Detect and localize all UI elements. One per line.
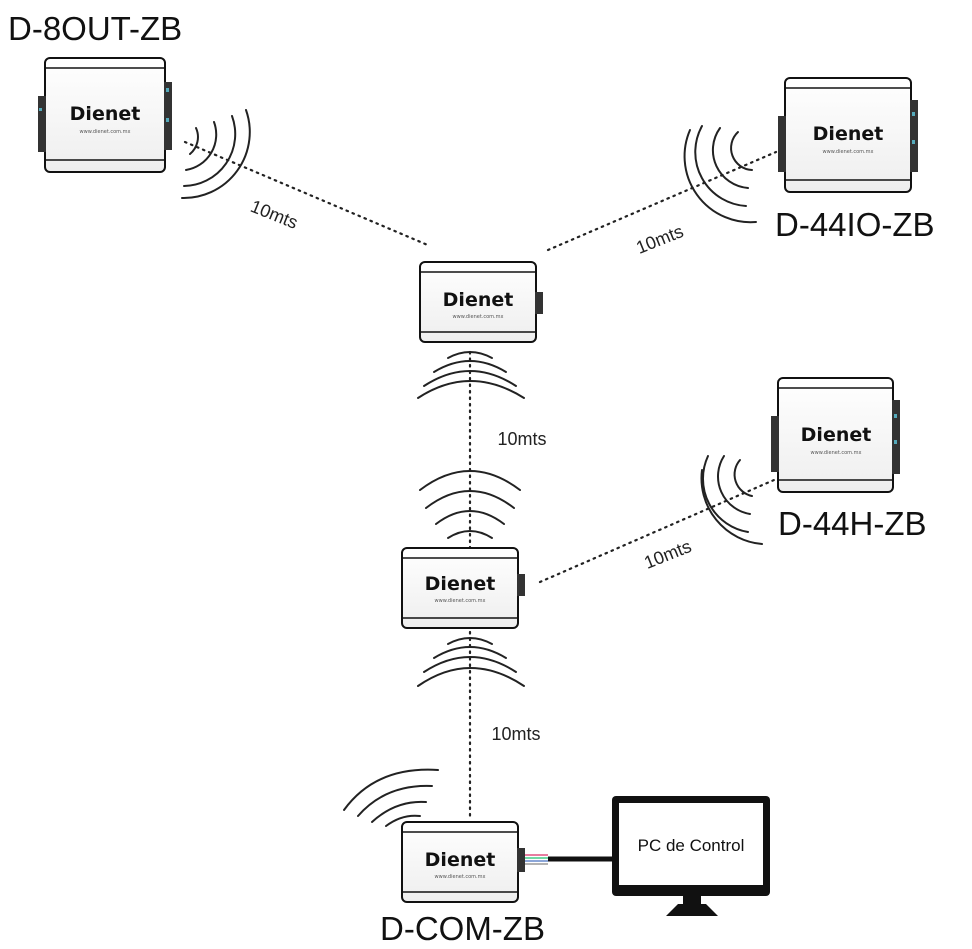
device-d8out: Dienet www.dienet.com.mx — [38, 57, 172, 173]
link-line-d8out-repeater1 — [183, 140, 432, 248]
device-repeater1: Dienet www.dienet.com.mx — [419, 261, 543, 343]
device-repeater2: Dienet www.dienet.com.mx — [401, 547, 525, 629]
link-line-repeater1-d44io — [546, 150, 778, 252]
device-dcom: Dienet www.dienet.com.mx — [401, 821, 525, 903]
signal-waves-icon — [683, 125, 757, 224]
device-url: www.dienet.com.mx — [823, 149, 874, 155]
signal-waves-icon — [700, 455, 763, 545]
pc-monitor-icon: PC de Control — [612, 796, 770, 916]
device-brand: Dienet — [425, 849, 496, 871]
distance-label: 10mts — [248, 196, 301, 233]
device-brand: Dienet — [443, 289, 514, 311]
device-url: www.dienet.com.mx — [435, 598, 486, 604]
distance-label: 10mts — [491, 724, 540, 744]
device-url: www.dienet.com.mx — [453, 314, 504, 320]
signal-waves-icon — [417, 351, 525, 399]
usb-cable — [525, 854, 612, 865]
distance-label: 10mts — [633, 221, 686, 258]
device-label-d8out: D-8OUT-ZB — [8, 10, 182, 47]
device-url: www.dienet.com.mx — [811, 450, 862, 456]
signal-waves-icon — [181, 109, 251, 200]
device-label-d44io: D-44IO-ZB — [775, 206, 935, 243]
signal-waves-icon — [417, 637, 525, 687]
device-url: www.dienet.com.mx — [435, 874, 486, 880]
device-d44h: Dienet www.dienet.com.mx — [771, 377, 900, 493]
device-label-dcom: D-COM-ZB — [380, 910, 545, 947]
device-label-d44h: D-44H-ZB — [778, 505, 927, 542]
distance-label: 10mts — [497, 429, 546, 449]
device-brand: Dienet — [813, 123, 884, 145]
device-url: www.dienet.com.mx — [80, 129, 131, 135]
device-brand: Dienet — [425, 573, 496, 595]
pc-label: PC de Control — [638, 836, 745, 855]
distance-label: 10mts — [641, 536, 694, 573]
signal-waves-icon — [419, 470, 521, 539]
device-brand: Dienet — [70, 103, 141, 125]
signal-waves-icon — [343, 768, 439, 827]
device-brand: Dienet — [801, 424, 872, 446]
device-d44io: Dienet www.dienet.com.mx — [778, 77, 918, 193]
